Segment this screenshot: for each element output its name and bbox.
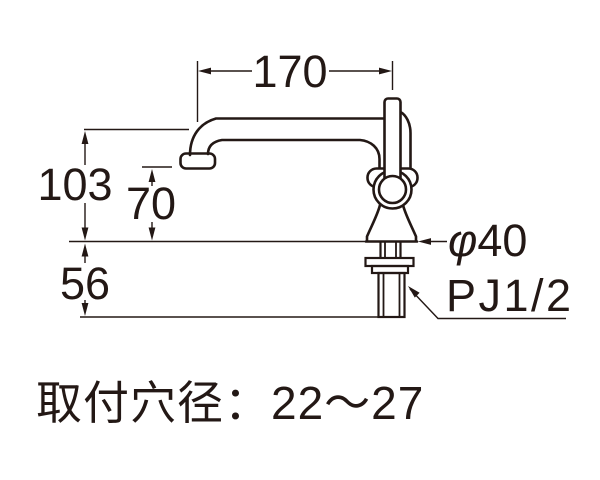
dim-103-arrowhead-top [81, 131, 89, 144]
body-right-bend [399, 110, 412, 172]
dim-shank-length: 56 [60, 243, 110, 316]
mounting-hole-caption: 取付穴径：22～27 [36, 377, 424, 429]
dim-thread-label: PJ1/2 [446, 270, 574, 321]
dim-thread: PJ1/2 [408, 270, 574, 321]
dim-total-height-label: 103 [37, 159, 112, 210]
washer-flange [364, 256, 415, 268]
diameter-value: 40 [477, 215, 527, 266]
dim-70-arrowhead-bottom [148, 227, 156, 241]
dim-56-arrowhead-bottom [81, 303, 89, 316]
diameter-symbol: φ [448, 215, 477, 266]
dim-pj-leader-line [409, 288, 566, 320]
dim-56-arrowhead-top [81, 243, 89, 257]
dim-phi40-arrowhead [418, 238, 431, 245]
shank-neck [379, 241, 402, 258]
dim-body-diameter: φ40 [418, 215, 527, 266]
dim-103-arrowhead-bottom [81, 227, 89, 241]
faucet-drawing [69, 97, 419, 319]
dim-170-extension-lines [196, 61, 394, 122]
valve-ball [377, 174, 408, 205]
dim-70-arrowhead-top [148, 169, 156, 182]
dim-outlet-height: 70 [126, 166, 176, 241]
shank-neck-thread-lines [384, 241, 397, 258]
spout-outline [188, 117, 387, 157]
dim-170-arrowhead-left [198, 67, 211, 75]
dim-spout-length-label: 170 [252, 46, 327, 97]
dim-total-height: 103 [37, 128, 189, 241]
spout-outlet-flare [179, 152, 217, 170]
threaded-shank [377, 271, 406, 319]
spout-inner-line [206, 138, 381, 172]
dim-pj-arrowhead [408, 286, 420, 298]
body-bell [364, 203, 419, 243]
dim-body-diameter-label: φ40 [448, 215, 527, 266]
dim-shank-length-label: 56 [60, 258, 110, 309]
threaded-shank-thread-lines [382, 273, 401, 317]
dim-spout-length: 170 [196, 46, 394, 122]
dim-170-arrowhead-right [379, 67, 392, 75]
dim-outlet-height-label: 70 [126, 178, 176, 229]
